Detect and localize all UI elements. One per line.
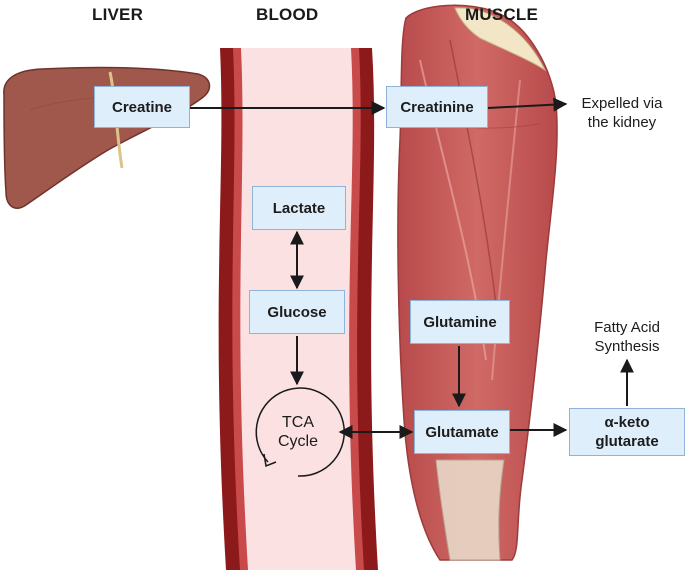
- header-muscle: MUSCLE: [465, 5, 538, 24]
- node-glutamate: Glutamate: [414, 410, 510, 454]
- node-glutamine: Glutamine: [410, 300, 510, 344]
- node-ketoglutarate: α-keto glutarate: [569, 408, 685, 456]
- header-liver: LIVER: [92, 5, 144, 24]
- node-lactate: Lactate: [252, 186, 346, 230]
- header-blood: BLOOD: [256, 5, 319, 24]
- note-expelled-via-kidney: Expelled via the kidney: [581, 95, 663, 131]
- node-glucose: Glucose: [249, 290, 345, 334]
- note-fatty-acid-synthesis: Fatty Acid Synthesis: [594, 319, 660, 355]
- node-creatine: Creatine: [94, 86, 190, 128]
- tca-cycle-circle: [255, 387, 345, 477]
- arrow-creatinine-to-kidney: [487, 97, 568, 112]
- arrows: [190, 97, 634, 439]
- node-tca-cycle: TCA Cycle: [277, 414, 318, 450]
- node-creatinine: Creatinine: [386, 86, 488, 128]
